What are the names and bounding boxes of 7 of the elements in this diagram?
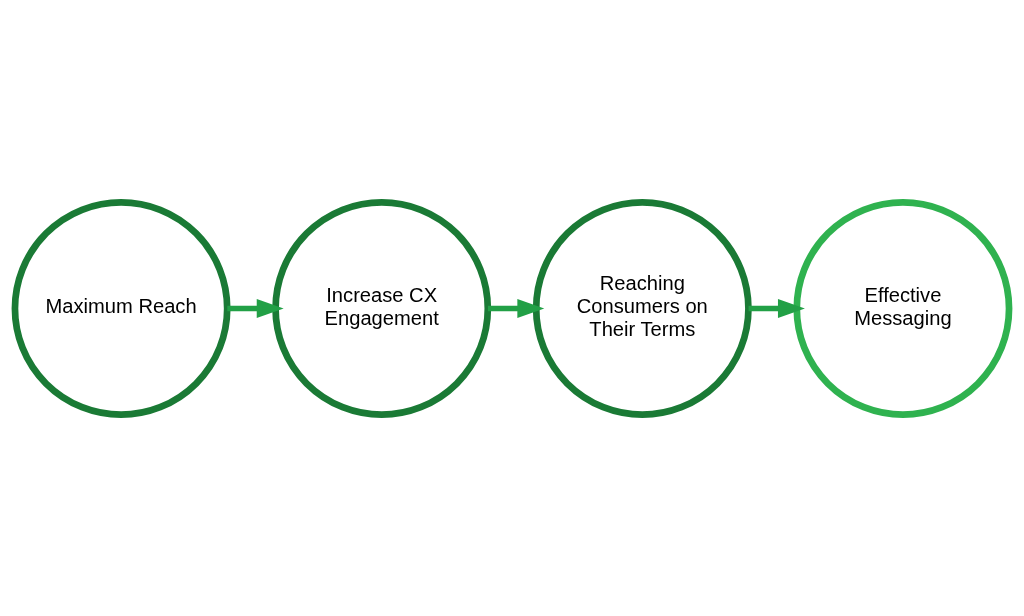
node-circle: Increase CX Engagement (272, 198, 492, 418)
arrow (227, 298, 284, 318)
node-circle: Reaching Consumers on Their Terms (532, 198, 752, 418)
node-circle: Maximum Reach (11, 198, 231, 418)
node-circle: Effective Messaging (793, 198, 1013, 418)
arrow (487, 298, 545, 318)
arrow (748, 298, 805, 318)
